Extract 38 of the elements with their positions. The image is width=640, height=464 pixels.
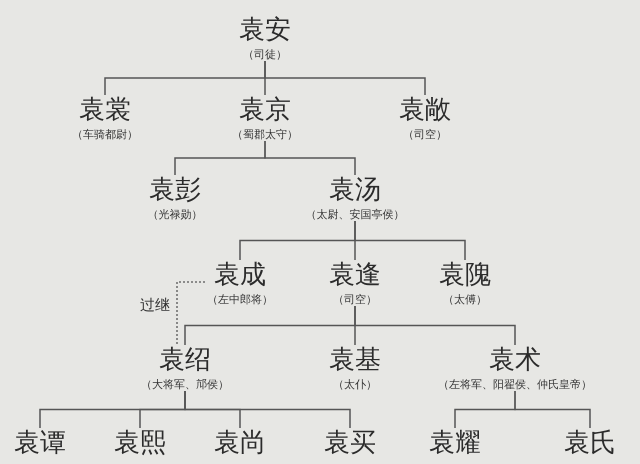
tree-connector: [354, 221, 466, 260]
person-name: 袁裳: [79, 95, 131, 125]
tree-connector: [514, 391, 591, 428]
person-name: 袁绍: [159, 345, 211, 375]
official-title: （蜀郡太守）: [232, 128, 298, 142]
person-name: 袁汤: [329, 175, 381, 205]
person-name: 袁买: [324, 428, 376, 458]
official-title: （太仆）: [333, 378, 377, 392]
tree-connector: [184, 391, 351, 428]
official-title: （左将军、阳翟侯、仲氏皇帝）: [438, 378, 592, 392]
official-title: （司空）: [403, 128, 447, 142]
person-name: 袁耀: [429, 428, 481, 458]
person-name: 袁彭: [149, 175, 201, 205]
person-name: 袁京: [239, 95, 291, 125]
tree-connector: [354, 306, 516, 345]
person-name: 袁基: [329, 345, 381, 375]
person-name: 袁逢: [329, 260, 381, 290]
official-title: （光禄勋）: [148, 208, 202, 222]
person-name: 袁熙: [114, 428, 166, 458]
official-title: （车骑都尉）: [72, 128, 138, 142]
person-name: 袁成: [214, 260, 266, 290]
official-title: （司空）: [333, 293, 377, 307]
official-title: （大将军、邟侯）: [141, 378, 229, 392]
official-title: （太傅）: [443, 293, 487, 307]
tree-connector: [264, 61, 426, 95]
person-name: 袁氏: [564, 428, 616, 458]
tree-connector: [264, 141, 356, 175]
person-name: 袁术: [489, 345, 541, 375]
official-title: （左中郎将）: [207, 293, 273, 307]
person-name: 袁尚: [214, 428, 266, 458]
person-name: 袁安: [239, 15, 291, 45]
official-title: （司徒）: [243, 48, 287, 62]
person-name: 袁敞: [399, 95, 451, 125]
person-name: 袁谭: [14, 428, 66, 458]
official-title: （太尉、安国亭侯）: [306, 208, 404, 222]
edge-label: 过继: [139, 296, 171, 314]
person-name: 袁隗: [439, 260, 491, 290]
dotted-connector: [176, 281, 205, 345]
